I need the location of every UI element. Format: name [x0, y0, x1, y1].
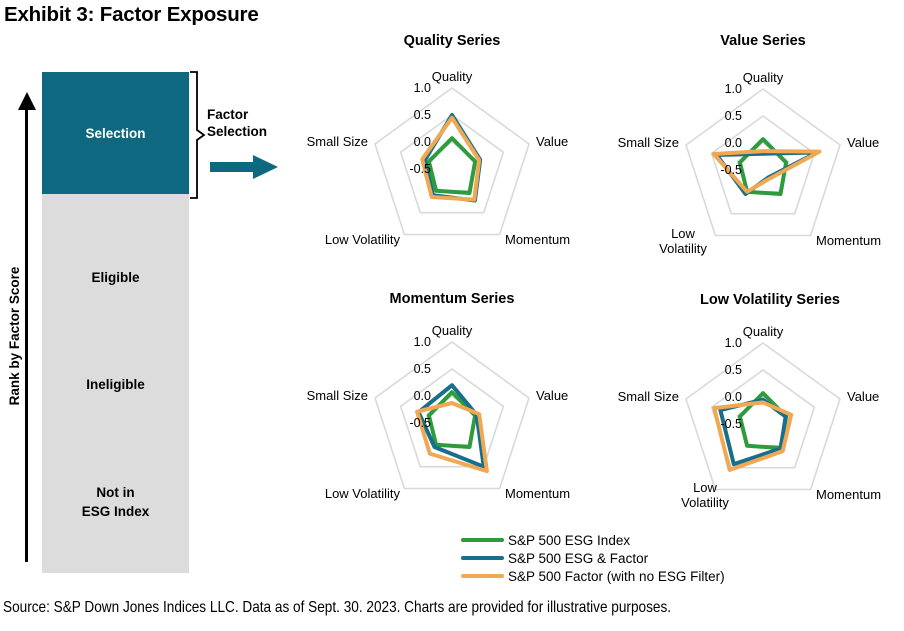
radial-tick-label: 0.0 — [725, 390, 742, 404]
radar-gridline — [685, 88, 841, 237]
radar-series-line — [711, 149, 822, 194]
axis-label-low-volatility: Volatility — [681, 495, 729, 510]
legend-swatch-esg-index — [461, 537, 504, 543]
radial-tick-label: 0.0 — [725, 136, 742, 150]
factor-selection-callout-label: Factor Selection — [207, 107, 268, 139]
selection-stage-box — [42, 72, 189, 194]
radial-tick-label: 0.5 — [725, 363, 742, 377]
axis-label-momentum: Momentum — [505, 486, 570, 501]
radial-tick-label: 0.5 — [725, 109, 742, 123]
legend-label: S&P 500 ESG Index — [508, 532, 631, 548]
legend-label: S&P 500 ESG & Factor — [508, 550, 649, 566]
axis-label-quality: Quality — [432, 323, 473, 338]
source-note: Source: S&P Down Jones Indices LLC. Data… — [3, 599, 672, 616]
legend-item: S&P 500 ESG Index — [461, 531, 630, 549]
radial-tick-label: -0.5 — [720, 417, 742, 431]
axis-label-value: Value — [847, 389, 879, 404]
axis-label-small-size: Small Size — [307, 134, 368, 149]
stage-label-not-in-esg-index: Not in ESG Index — [81, 485, 150, 519]
radial-tick-label: -0.5 — [720, 163, 742, 177]
axis-label-small-size: Small Size — [307, 388, 368, 403]
radar-chart-title: Value Series — [720, 33, 805, 49]
legend-item: S&P 500 ESG & Factor — [461, 549, 648, 567]
radar-gridline — [374, 87, 530, 236]
axis-label-momentum: Momentum — [816, 487, 881, 502]
eligibility-stages-box — [42, 194, 189, 573]
factor-selection-arrow-icon — [210, 155, 278, 179]
radar-chart-title: Low Volatility Series — [700, 292, 840, 308]
axis-label-low-volatility: Low — [693, 480, 717, 495]
axis-label-low-volatility: Low — [671, 226, 695, 241]
page-title: Exhibit 3: Factor Exposure — [4, 3, 259, 26]
radial-tick-label: 1.0 — [725, 82, 742, 96]
bracket-icon — [190, 71, 206, 199]
radar-gridline — [710, 369, 816, 469]
radar-chart-title: Quality Series — [404, 33, 501, 49]
axis-label-quality: Quality — [743, 324, 784, 339]
radial-tick-label: 0.5 — [414, 362, 431, 376]
axis-label-quality: Quality — [743, 70, 784, 85]
legend-swatch-factor-no-esg — [461, 573, 504, 579]
axis-label-low-volatility: Volatility — [659, 241, 707, 256]
axis-label-value: Value — [847, 135, 879, 150]
radar-chart-low-volatility-series: Low Volatility SeriesQualityValueMomentu… — [618, 292, 881, 510]
rank-axis-arrow-line — [25, 109, 28, 562]
axis-label-value: Value — [536, 388, 568, 403]
radial-tick-label: 1.0 — [414, 335, 431, 349]
axis-label-quality: Quality — [432, 69, 473, 84]
axis-label-momentum: Momentum — [816, 233, 881, 248]
axis-label-momentum: Momentum — [505, 232, 570, 247]
radar-gridline — [710, 115, 816, 215]
axis-label-small-size: Small Size — [618, 135, 679, 150]
legend-label: S&P 500 Factor (with no ESG Filter) — [508, 568, 725, 584]
radial-tick-label: 0.0 — [414, 389, 431, 403]
radar-series-line — [420, 115, 482, 202]
radial-tick-label: -0.5 — [409, 162, 431, 176]
radar-gridline — [399, 368, 505, 468]
radial-tick-label: 1.0 — [414, 81, 431, 95]
radar-series-line — [426, 136, 478, 195]
axis-label-low-volatility: Low Volatility — [325, 486, 401, 501]
legend-item: S&P 500 Factor (with no ESG Filter) — [461, 567, 725, 585]
radar-gridline — [374, 341, 530, 490]
stage-label-eligible: Eligible — [91, 270, 140, 285]
stage-label-selection: Selection — [85, 126, 146, 141]
rank-axis-arrow-head-icon — [18, 92, 36, 110]
stage-label-ineligible: Ineligible — [86, 377, 145, 392]
radial-tick-label: 0.5 — [414, 108, 431, 122]
radial-tick-label: 1.0 — [725, 336, 742, 350]
axis-label-small-size: Small Size — [618, 389, 679, 404]
radial-tick-label: -0.5 — [409, 416, 431, 430]
legend-swatch-esg-factor — [461, 555, 504, 561]
radar-series-line — [415, 401, 489, 474]
radial-tick-label: 0.0 — [414, 135, 431, 149]
radar-series-line — [737, 137, 789, 196]
axis-label-low-volatility: Low Volatility — [325, 232, 401, 247]
radar-gridline — [685, 342, 841, 491]
axis-label-value: Value — [536, 134, 568, 149]
radar-chart-title: Momentum Series — [390, 291, 515, 307]
radar-gridline — [399, 114, 505, 214]
radar-series-line — [712, 400, 794, 472]
